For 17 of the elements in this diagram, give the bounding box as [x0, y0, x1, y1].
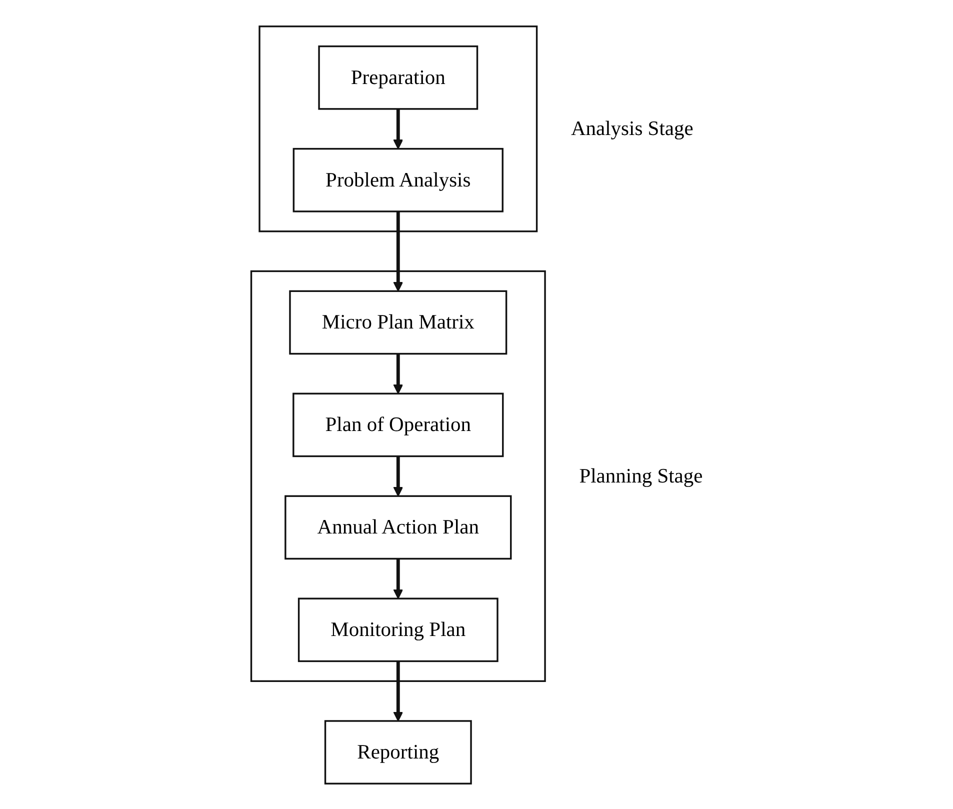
node-box: Preparation: [318, 44, 478, 110]
node-box: Monitoring Plan: [297, 597, 498, 662]
node-box: Reporting: [324, 720, 472, 784]
arrow: [392, 660, 403, 721]
arrow: [392, 456, 403, 496]
node-box: Plan of Operation: [292, 392, 504, 457]
arrow: [392, 558, 403, 599]
node-label: Planning Stage: [578, 464, 702, 486]
node-box: Micro Plan Matrix: [288, 290, 507, 354]
node-box: Annual Action Plan: [284, 494, 512, 560]
cluster: [250, 270, 546, 682]
node-box: Problem Analysis: [292, 147, 503, 212]
arrow: [392, 353, 403, 394]
arrow: [392, 108, 403, 149]
arrow: [392, 210, 403, 292]
node-label: Analysis Stage: [570, 116, 693, 140]
cluster: [258, 25, 538, 232]
